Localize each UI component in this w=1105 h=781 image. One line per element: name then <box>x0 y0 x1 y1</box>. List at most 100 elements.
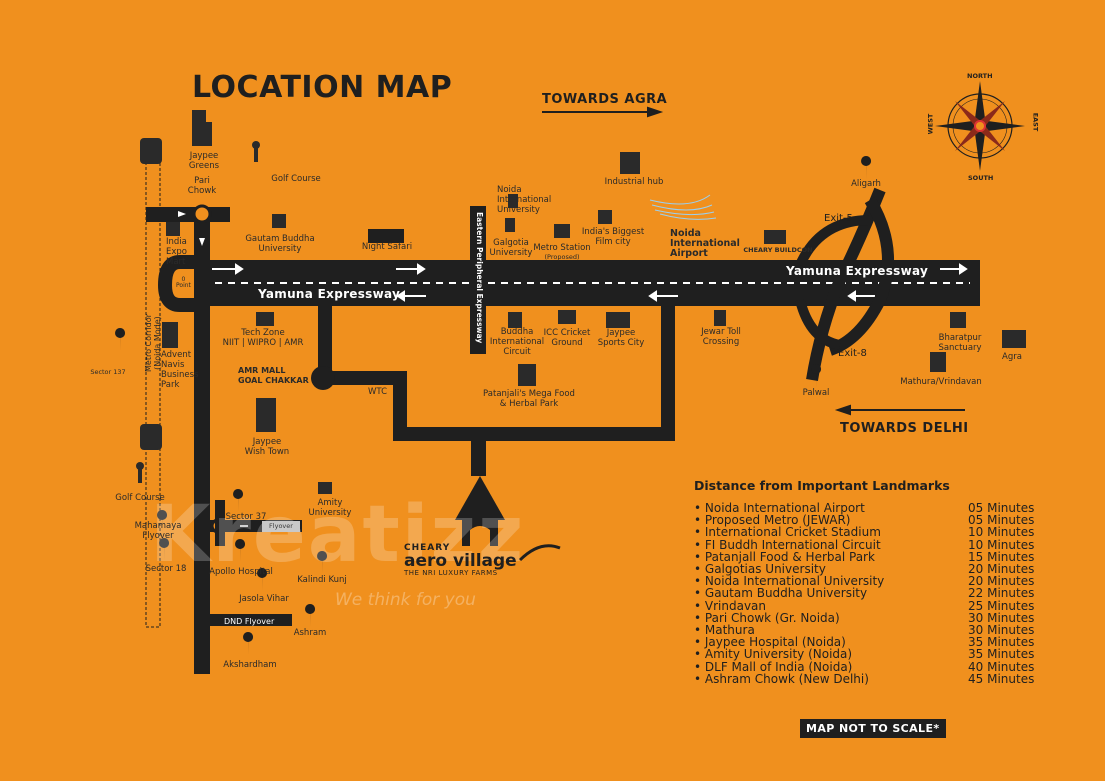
place-buddha-circuit: Buddha International Circuit <box>489 327 545 357</box>
building-icons <box>136 110 1026 494</box>
distance-landmark: • International Cricket Stadium <box>694 525 881 540</box>
compass-rose <box>935 81 1025 171</box>
place-golf-course-left: Golf Course <box>115 493 165 503</box>
brand-line3: THE NRI LUXURY FARMS <box>404 569 498 577</box>
distance-row: • Jaypee Hospital (Noida)35 Minutes <box>694 635 1035 650</box>
place-galgotias-university: Galgotia University <box>489 238 533 258</box>
place-jaypee-greens: Jaypee Greens <box>188 151 220 171</box>
pari-chowk-road <box>146 207 230 222</box>
brand-line1: CHEARY <box>404 543 451 553</box>
eastern-peripheral-label: Eastern Peripheral Expressway <box>475 212 484 344</box>
place-india-expo-mart: India Expo Mart <box>166 237 187 267</box>
distance-row: • Amity University (Noida) 35 Minutes <box>694 647 1035 662</box>
distance-row: • DLF Mall of India (Noida) 40 Minutes <box>694 659 1035 674</box>
place-film-city: India's Biggest Film city <box>581 227 645 247</box>
distance-landmark: • FI Buddh International Circuit <box>694 537 881 552</box>
place-icc-ground: ICC Cricket Ground <box>543 328 591 348</box>
place-apollo-hospital: Apollo Hospital <box>209 567 273 577</box>
zero-point-label: 0 Point <box>176 276 191 289</box>
towards-delhi-label: TOWARDS DELHI <box>840 421 969 436</box>
distance-landmark: • Ashram Chowk (New Delhi) <box>694 671 869 686</box>
distance-time: 20 Minutes <box>968 562 1035 577</box>
zero-point-loop <box>157 255 210 312</box>
place-palwal: Palwal <box>802 388 830 398</box>
place-bharatpur: Bharatpur Sanctuary <box>938 333 982 353</box>
distance-time: 05 Minutes <box>968 513 1035 528</box>
distance-landmark: • Pari Chowk (Gr. Noida) <box>694 610 840 625</box>
place-metro-station-sub: (Proposed) <box>544 253 580 261</box>
compass-west: WEST <box>926 113 935 135</box>
watermark: Kreatizz <box>150 490 526 580</box>
goal-chakkar <box>311 366 335 390</box>
place-amity-university: Amity University <box>308 498 352 518</box>
distance-landmark: • Galgotias University <box>694 562 826 577</box>
aero-village-hut-icon <box>455 476 561 562</box>
distance-row: • FI Buddh International Circuit 10 Minut… <box>694 537 1035 552</box>
place-tech-zone: Tech Zone NIIT | WIPRO | AMR <box>222 328 304 348</box>
place-aligarh: Aligarh <box>851 179 881 189</box>
distance-title: Distance from Important Landmarks <box>694 478 950 493</box>
distance-time: 35 Minutes <box>968 647 1035 662</box>
distance-time: 45 Minutes <box>968 671 1035 686</box>
distance-landmark: • Noida International Airport <box>694 501 865 515</box>
place-sector-137: Sector 137 <box>90 368 126 376</box>
watermark-tagline: We think for you <box>335 590 476 610</box>
distance-row: • Gautam Buddha University 22 Minutes <box>694 586 1035 601</box>
distance-landmark: • Gautam Buddha University <box>694 586 868 601</box>
exit-5-label: Exit-5 <box>824 213 853 224</box>
place-mahamaya-flyover: Mahamaya Flyover <box>134 521 182 541</box>
place-akshardham: Akshardham <box>223 660 277 670</box>
place-amr-mall: AMR MALL GOAL CHAKKAR <box>238 366 309 385</box>
wtc-road <box>318 306 675 441</box>
distance-time: 40 Minutes <box>968 659 1035 674</box>
zero-point-circle <box>173 274 193 294</box>
distance-time: 20 Minutes <box>968 574 1035 589</box>
distance-landmark: • Proposed Metro (JEWAR) <box>694 513 851 528</box>
distance-landmark: • DLF Mall of India (Noida) <box>694 659 853 674</box>
place-patanjali: Patanjali's Mega Food & Herbal Park <box>483 389 575 409</box>
distance-row: • Galgotias University 20 Minutes <box>694 562 1035 577</box>
distance-landmark: • Patanjall Food & Herbal Park <box>694 549 875 564</box>
compass-east: EAST <box>1031 112 1040 132</box>
distance-time: 35 Minutes <box>968 635 1035 650</box>
distance-landmark: • Mathura <box>694 623 755 638</box>
distance-time: 30 Minutes <box>968 610 1035 625</box>
brand-logo: CHEARY aero village THE NRI LUXURY FARMS <box>404 543 517 577</box>
place-noida-international-airport: Noida International Airport <box>670 228 740 259</box>
place-kalindi-kunj: Kalindi Kunj <box>297 575 347 585</box>
pari-chowk-roundabout <box>192 204 212 224</box>
main-vertical-road <box>194 212 210 674</box>
place-advent-navis: Advent Navis Business Park <box>161 350 199 390</box>
distance-landmark: • Noida International University <box>694 574 885 589</box>
exit-8-label: Exit-8 <box>838 348 867 359</box>
place-jaypee-wish-town: Jaypee Wish Town <box>244 437 290 457</box>
location-pins <box>115 156 872 655</box>
distance-landmark: • Amity University (Noida) <box>694 647 853 662</box>
place-cheary-buildcon: CHEARY BUILDCON <box>743 246 813 254</box>
place-sector-37: Sector 37 <box>225 512 267 522</box>
distance-landmark: • Vrindavan <box>694 598 767 613</box>
airport-rays <box>649 194 717 220</box>
place-sector-18: Sector 18 <box>145 564 187 574</box>
distance-time: 22 Minutes <box>968 586 1035 601</box>
distance-time: 10 Minutes <box>968 537 1035 552</box>
place-metro-station: Metro Station <box>533 243 591 253</box>
yamuna-expressway-label-top: Yamuna Expressway <box>786 264 929 278</box>
place-night-safari: Night Safari <box>361 242 413 252</box>
distance-row: • Pari Chowk (Gr. Noida) 30 Minutes <box>694 610 1035 625</box>
place-agra: Agra <box>1002 352 1022 362</box>
distance-time: 25 Minutes <box>968 598 1035 613</box>
compass-south: SOUTH <box>968 174 994 182</box>
distance-row: • Noida International University 20 Minut… <box>694 574 1035 589</box>
night-safari-badge <box>368 229 404 243</box>
place-jewar-toll: Jewar Toll Crossing <box>701 327 741 347</box>
place-jasola-vihar: Jasola Vihar <box>239 594 289 604</box>
towards-agra-label: TOWARDS AGRA <box>542 92 668 107</box>
